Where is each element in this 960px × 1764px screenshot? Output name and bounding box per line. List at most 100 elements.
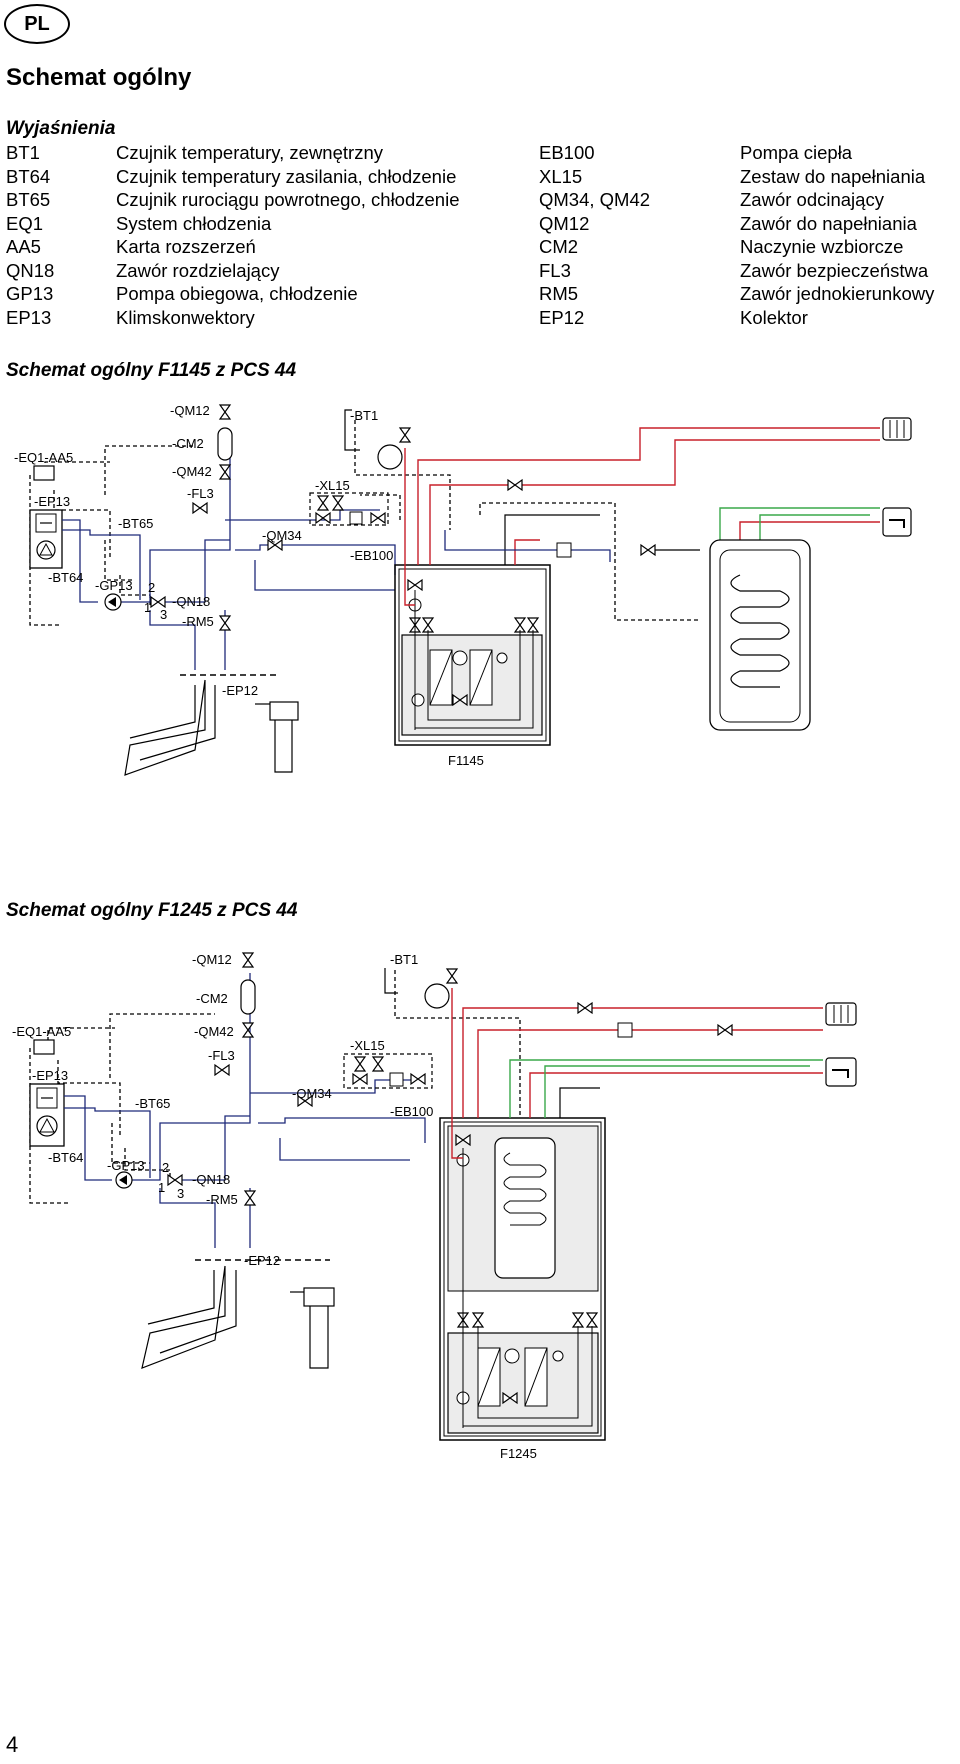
valve-qm42	[242, 1022, 254, 1038]
label-n2: 2	[148, 580, 155, 595]
label-gp13: -GP13	[107, 1158, 145, 1173]
label-n3: 3	[177, 1186, 184, 1201]
valve-fl3	[214, 1064, 230, 1076]
tap-icon	[882, 507, 912, 537]
label-bt1: -BT1	[390, 952, 418, 967]
legend-code: FL3	[539, 259, 571, 281]
label-cm2: -CM2	[196, 991, 228, 1006]
label-ep12: -EP12	[244, 1253, 280, 1268]
section-title-f1245: Schemat ogólny F1245 z PCS 44	[6, 900, 298, 921]
legend-code: RM5	[539, 283, 579, 304]
compressor-icon	[504, 1348, 520, 1364]
label-eb100: -EB100	[350, 548, 393, 563]
legend-desc: System chłodzenia	[116, 212, 272, 234]
label-ep13: -EP13	[32, 1068, 68, 1083]
legend-desc: Pompa ciepła	[740, 142, 853, 163]
expansion-vessel	[377, 444, 403, 470]
label-eq1-aa5: -EQ1-AA5	[12, 1024, 71, 1039]
legend-code: XL15	[539, 165, 583, 187]
label-ep13: -EP13	[34, 494, 70, 509]
label-xl15: -XL15	[350, 1038, 385, 1053]
legend-desc: Czujnik temperatury, zewnętrzny	[116, 142, 383, 163]
page-title: Schemat ogólny	[6, 64, 192, 91]
label-qm12: -QM12	[192, 952, 232, 967]
legend-code: QN18	[6, 259, 55, 281]
label-qm34: -QM34	[292, 1086, 332, 1101]
label-eq1-aa5: -EQ1-AA5	[14, 450, 73, 465]
legend-desc: Karta rozszerzeń	[116, 236, 256, 257]
legend-code: BT65	[6, 189, 51, 210]
label-qm34: -QM34	[262, 528, 302, 543]
heat-pump-f1245	[439, 1117, 606, 1441]
supply-pipe	[451, 988, 463, 1159]
label-qm12: -QM12	[170, 403, 210, 418]
heating-coil	[730, 574, 790, 688]
legend-desc: Czujnik rurociągu powrotnego, chłodzenie	[116, 189, 460, 210]
label-qn18: -QN18	[192, 1172, 230, 1187]
schematic-f1245: -BT1 -EQ1-AA5 -EP13 -QM12 -CM2 -QM42 -FL…	[12, 952, 857, 1461]
legend-desc: Zawór bezpieczeństwa	[740, 259, 929, 281]
expansion-vessel-cm2	[240, 979, 256, 1015]
legend-row: BT1 Czujnik temperatury, zewnętrzny EB100 P…	[6, 142, 956, 166]
aa5-card	[33, 465, 55, 481]
legend-code: BT1	[6, 142, 40, 163]
label-n3: 3	[160, 607, 167, 622]
label-rm5: -RM5	[206, 1192, 238, 1207]
legend-code: CM2	[539, 236, 579, 257]
fan-icon	[36, 1115, 58, 1137]
legend-code: EP12	[539, 306, 585, 328]
language-badge: PL	[4, 4, 70, 44]
label-f1145: F1145	[448, 753, 484, 768]
legend-desc: Zestaw do napełniania	[740, 165, 926, 187]
ground-collector-ep12	[141, 1265, 226, 1369]
legend-desc: Kolektor	[740, 306, 808, 328]
label-n2: 2	[162, 1160, 169, 1175]
label-bt64: -BT64	[48, 1150, 83, 1165]
aa5-card	[33, 1039, 55, 1055]
label-qn18: -QN18	[172, 594, 210, 609]
legend-desc: Czujnik temperatury zasilania, chłodzeni…	[116, 165, 457, 187]
label-f1245: F1245	[500, 1446, 537, 1461]
schematic-f1145: -BT1 -EQ1-AA5 -EP13 -QM12 -CM2 -QM42 -FL…	[14, 403, 912, 776]
label-gp13: -GP13	[95, 578, 133, 593]
legend-code: EB100	[539, 142, 595, 163]
expansion-vessel-cm2	[217, 427, 233, 461]
valve-qn18	[150, 596, 166, 608]
valve-qm42	[219, 464, 231, 480]
legend-code: QM34, QM42	[539, 189, 651, 210]
legend-code: EP13	[6, 306, 52, 328]
valve-rm5	[244, 1190, 256, 1206]
section-title-f1145: Schemat ogólny F1145 z PCS 44	[6, 360, 297, 381]
legend-code: EQ1	[6, 212, 44, 234]
tap-icon	[825, 1057, 857, 1087]
legend-desc: Klimskonwektory	[116, 306, 255, 328]
label-cm2: -CM2	[172, 436, 204, 451]
filling-set-xl15	[343, 1053, 433, 1089]
cooling-pipe	[62, 519, 98, 603]
valve-rm5	[219, 615, 231, 631]
water-heater-tank	[709, 539, 811, 731]
heat-pump-f1145	[394, 564, 551, 746]
legend-title: Wyjaśnienia	[6, 118, 116, 139]
legend-code: BT64	[6, 165, 51, 187]
legend-code: QM12	[539, 212, 590, 234]
label-eb100: -EB100	[390, 1104, 433, 1119]
filling-set-xl15	[309, 492, 389, 526]
valve-qm12	[242, 952, 254, 968]
label-xl15: -XL15	[315, 478, 350, 493]
dhw-pipe	[719, 507, 880, 540]
ground-collector-ep12	[124, 679, 206, 776]
legend-row: EP13 Klimskonwektory EP12 Kolektor	[6, 307, 956, 331]
legend-desc: Pompa obiegowa, chłodzenie	[116, 283, 358, 304]
label-ep12: -EP12	[222, 683, 258, 698]
expansion-vessel	[424, 983, 450, 1009]
dhw-pipe	[509, 1059, 823, 1118]
legend-code: GP13	[6, 283, 54, 304]
legend-desc: Zawór jednokierunkowy	[740, 283, 935, 304]
legend-code: AA5	[6, 236, 41, 257]
label-bt64: -BT64	[48, 570, 83, 585]
